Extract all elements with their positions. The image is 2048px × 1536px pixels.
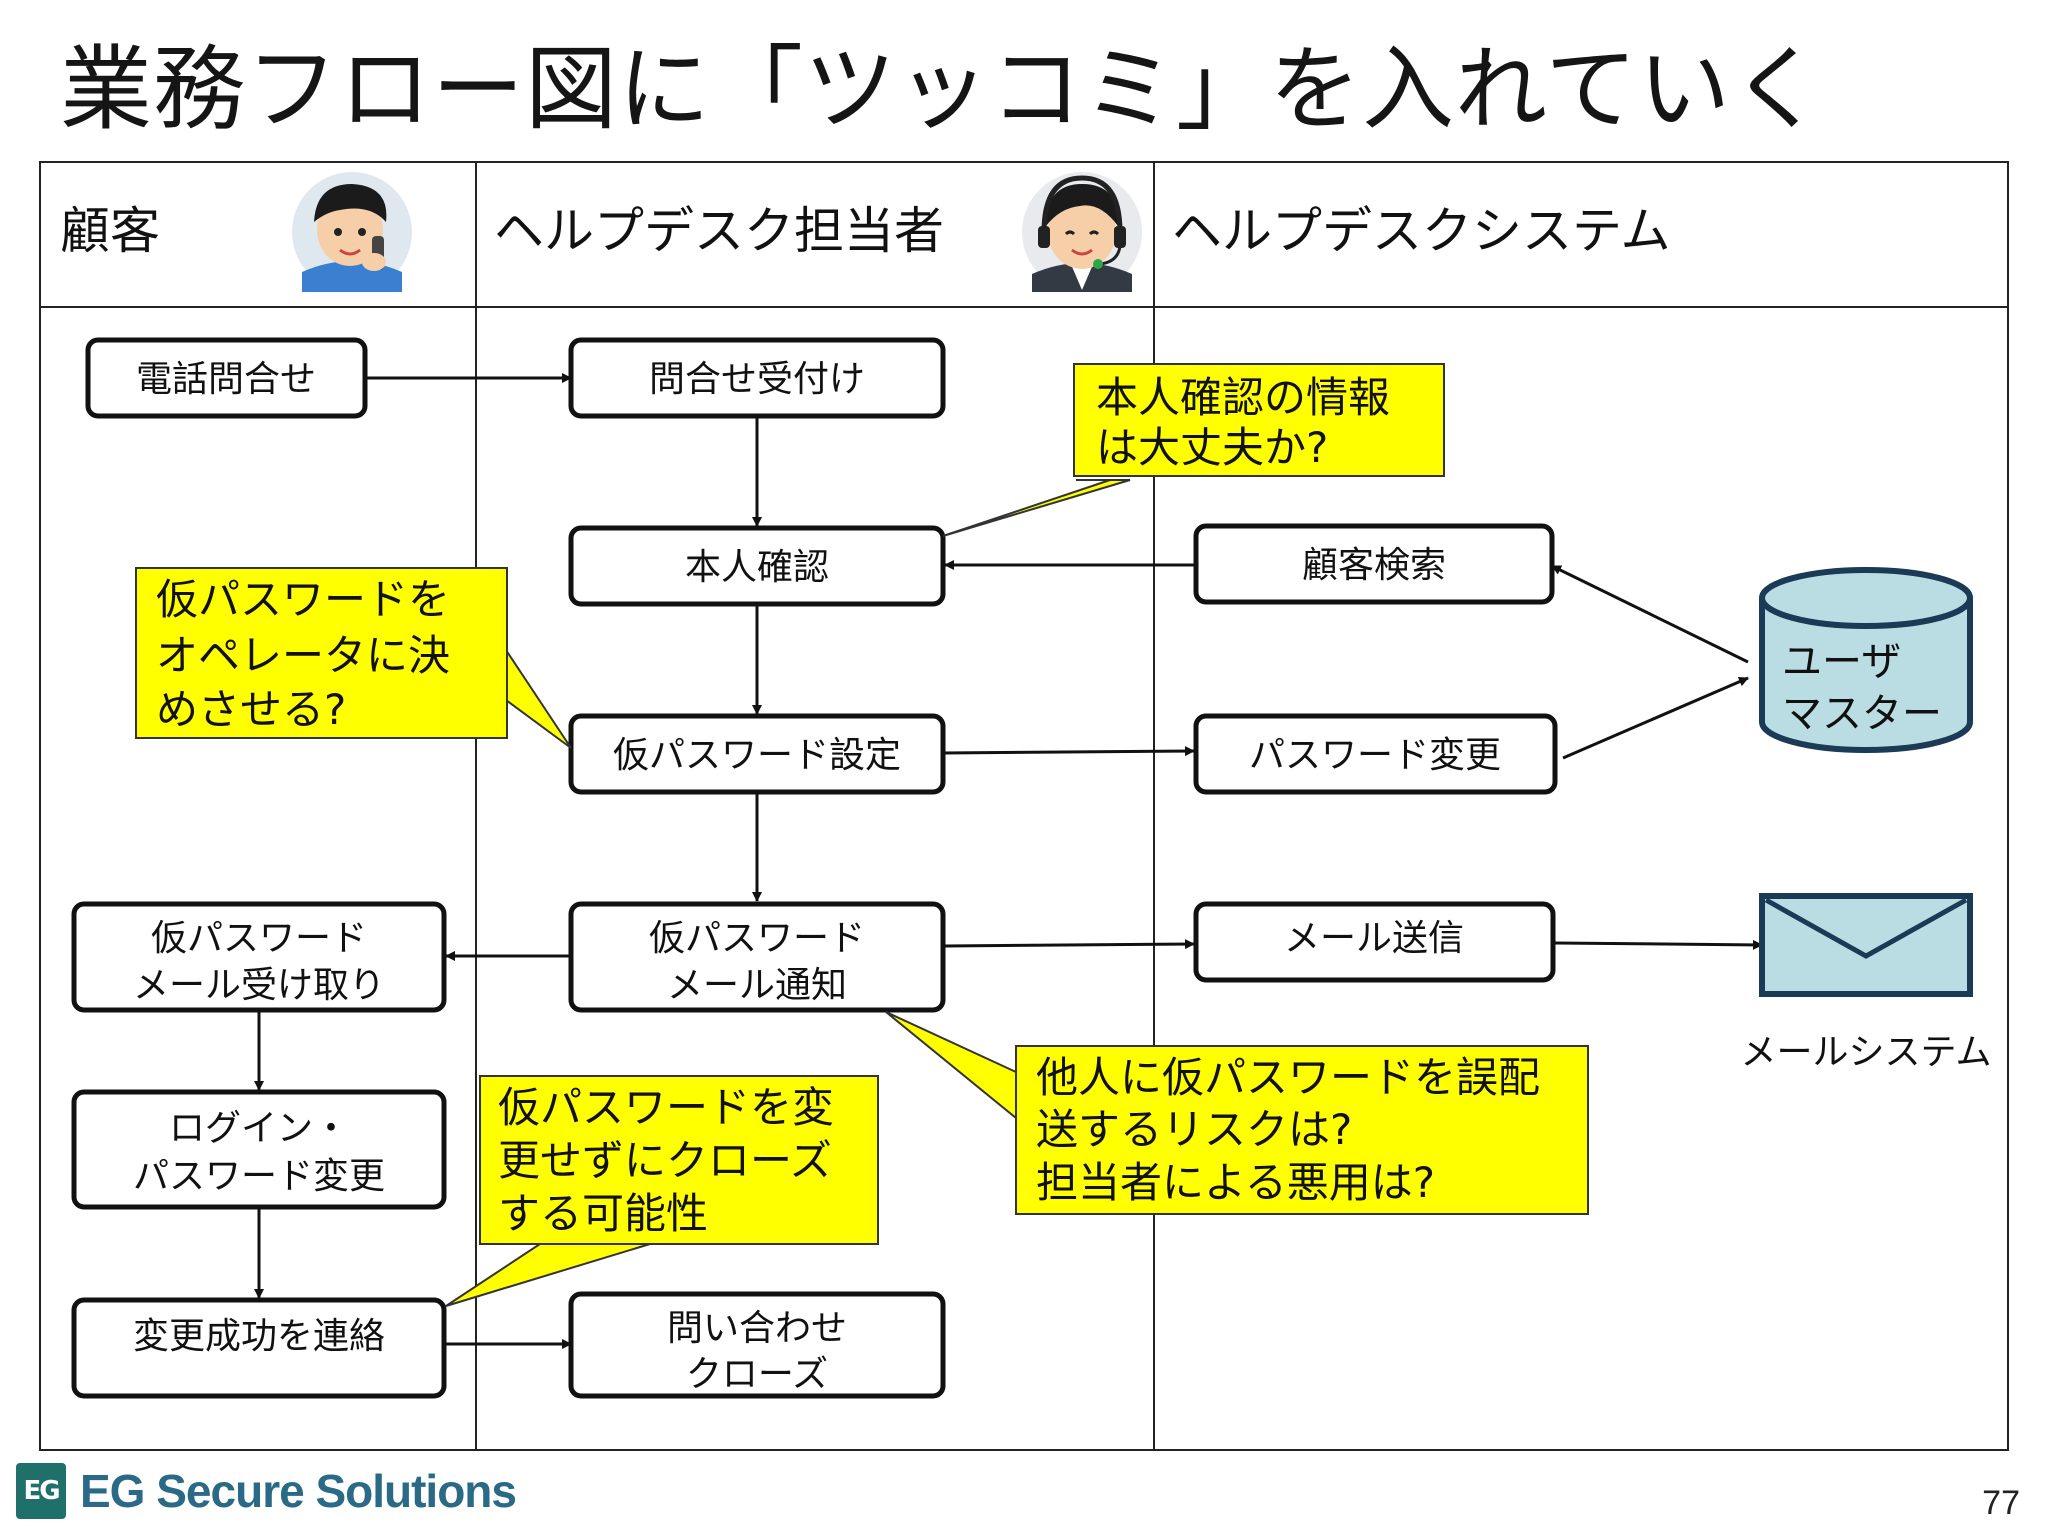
callout-misdelivery-line2: 送するリスクは?: [1036, 1105, 1352, 1154]
process-label-receive-inquiry: 問合せ受付け: [649, 359, 865, 400]
callout-operator-decides: 仮パスワードを オペレータに決 めさせる?: [135, 567, 572, 749]
process-box-temp-mail-notify: 仮パスワード メール通知: [568, 901, 946, 1013]
callout-misdelivery-line1: 他人に仮パスワードを誤配: [1036, 1053, 1540, 1102]
company-logo: EG EG Secure Solutions: [16, 1462, 517, 1520]
logo-mark-icon: EG: [16, 1463, 66, 1519]
callout-identity-check-line2: は大丈夫か?: [1096, 423, 1328, 472]
process-label-close-inquiry-line2: クローズ: [686, 1354, 828, 1395]
user-master-database-icon: ユーザ マスター: [1759, 567, 1973, 753]
process-box-close-inquiry: 問い合わせ クローズ: [568, 1291, 946, 1399]
process-box-identity-check: 本人確認: [568, 525, 946, 607]
process-box-login-change: ログイン・ パスワード変更: [71, 1089, 447, 1210]
callout-close-without-change: 仮パスワードを変 更せずにクローズ する可能性: [445, 1075, 879, 1307]
process-label-login-change-line1: ログイン・: [169, 1108, 349, 1149]
process-label-temp-mail-notify-line1: 仮パスワード: [649, 918, 865, 959]
process-box-mail-send: メール送信: [1193, 901, 1556, 983]
process-label-temp-mail-receive-line2: メール受け取り: [133, 965, 385, 1006]
process-box-password-change: パスワード変更: [1193, 713, 1558, 795]
process-label-login-change-line2: パスワード変更: [133, 1156, 385, 1197]
process-label-phone-inquiry: 電話問合せ: [136, 359, 316, 400]
process-label-mail-send: メール送信: [1284, 918, 1464, 959]
process-box-change-success: 変更成功を連絡: [71, 1297, 447, 1399]
lane-header-helpdesk-staff: ヘルプデスク担当者: [494, 202, 944, 260]
callout-misdelivery-line3: 担当者による悪用は?: [1036, 1158, 1435, 1207]
page-number: 77: [1982, 1484, 2020, 1522]
process-label-password-change: パスワード変更: [1249, 735, 1501, 776]
database-label-line2: マスター: [1782, 691, 1942, 737]
process-label-temp-mail-receive-line1: 仮パスワード: [151, 918, 367, 959]
callout-operator-decides-line3: めさせる?: [156, 685, 346, 734]
callout-close-without-change-line2: 更せずにクローズ: [498, 1136, 832, 1185]
process-box-receive-inquiry: 問合せ受付け: [568, 337, 946, 419]
mail-system-label: メールシステム: [1741, 1032, 1992, 1073]
process-box-phone-inquiry: 電話問合せ: [85, 337, 368, 419]
process-label-customer-search: 顧客検索: [1302, 545, 1446, 586]
callout-close-without-change-line3: する可能性: [498, 1189, 708, 1238]
mail-envelope-icon: [1759, 893, 1973, 997]
lane-header-customer: 顧客: [60, 202, 160, 260]
process-label-temp-mail-notify-line2: メール通知: [667, 965, 847, 1006]
process-label-change-success: 変更成功を連絡: [133, 1316, 385, 1357]
process-box-temp-mail-receive: 仮パスワード メール受け取り: [71, 901, 447, 1013]
database-label-line1: ユーザ: [1782, 639, 1901, 685]
customer-avatar-icon: [292, 172, 412, 292]
callout-identity-check-line1: 本人確認の情報: [1096, 373, 1390, 422]
flow-connectors: [254, 373, 1763, 1349]
lane-header-helpdesk-system: ヘルプデスクシステム: [1172, 202, 1671, 260]
process-label-identity-check: 本人確認: [685, 547, 829, 588]
staff-avatar-icon: [1022, 172, 1142, 292]
callout-operator-decides-line1: 仮パスワードを: [156, 575, 450, 624]
callout-close-without-change-line1: 仮パスワードを変: [498, 1083, 834, 1132]
callout-operator-decides-line2: オペレータに決: [156, 631, 450, 680]
callout-identity-check: 本人確認の情報 は大丈夫か?: [942, 363, 1445, 537]
process-box-temp-password-set: 仮パスワード設定: [568, 713, 946, 795]
logo-text: EG Secure Solutions: [80, 1465, 517, 1517]
process-box-customer-search: 顧客検索: [1193, 523, 1555, 605]
process-label-temp-password-set: 仮パスワード設定: [613, 735, 901, 776]
process-label-close-inquiry-line1: 問い合わせ: [667, 1308, 847, 1349]
callout-misdelivery: 他人に仮パスワードを誤配 送するリスクは? 担当者による悪用は?: [885, 1011, 1589, 1215]
slide-title: 業務フロー図に「ツッコミ」を入れていく: [60, 36, 1825, 143]
